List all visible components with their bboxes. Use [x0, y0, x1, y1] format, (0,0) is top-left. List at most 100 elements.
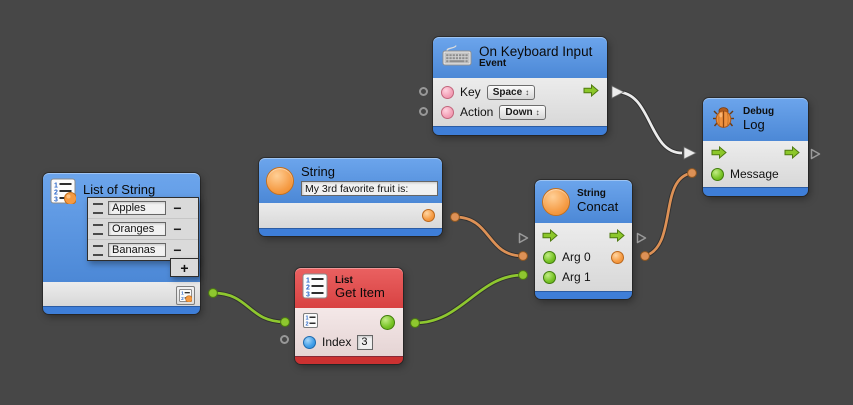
- string-output-port[interactable]: [422, 209, 435, 222]
- node-footer: [43, 306, 200, 314]
- port-row-arg0: Arg 0: [535, 247, 632, 267]
- node-body: Message: [703, 141, 808, 187]
- node-on-keyboard-input[interactable]: On Keyboard Input Event Key Space ↕ Acti…: [433, 37, 607, 135]
- flow-output-port[interactable]: [583, 83, 599, 100]
- port-row-list: 1 2: [295, 312, 403, 332]
- port-row-key: Key Space ↕: [433, 82, 607, 102]
- node-debug-log[interactable]: Debug Log Message: [703, 98, 808, 196]
- svg-text:3: 3: [54, 197, 58, 204]
- node-header: On Keyboard Input Event: [433, 37, 607, 78]
- add-item-button[interactable]: +: [170, 258, 199, 277]
- flow-out-triangle-concat[interactable]: [636, 231, 647, 249]
- port-row-message: Message: [703, 164, 808, 184]
- unconnected-port-index[interactable]: [280, 335, 289, 344]
- node-footer: [259, 228, 442, 236]
- port-label: Arg 0: [562, 250, 591, 264]
- node-body: Key Space ↕ Action Down ↕: [433, 78, 607, 126]
- svg-text:3: 3: [306, 291, 310, 298]
- node-string-concat[interactable]: String Concat Arg 0 A: [535, 180, 632, 299]
- wire-concat-to-message: [640, 168, 697, 261]
- port-label: Arg 1: [562, 270, 591, 284]
- flow-input-port[interactable]: [711, 145, 727, 162]
- wire-list-to-getitem: [208, 288, 290, 327]
- node-header: String: [259, 158, 442, 203]
- list-item-row: −: [88, 240, 198, 260]
- key-input-port[interactable]: [441, 85, 454, 99]
- unconnected-port-key[interactable]: [419, 87, 428, 96]
- list-items-panel: − − −: [87, 197, 199, 261]
- drag-handle-icon[interactable]: [93, 244, 103, 256]
- dropdown-value: Space: [492, 86, 523, 98]
- node-subtitle: Event: [479, 58, 507, 70]
- flow-out-triangle-debug[interactable]: [810, 147, 821, 165]
- list-icon: 1 2 3: [302, 273, 328, 304]
- arg0-input-port[interactable]: [543, 250, 556, 264]
- string-value-input[interactable]: [301, 181, 438, 196]
- string-type-icon: [542, 187, 570, 216]
- drag-handle-icon[interactable]: [93, 223, 103, 235]
- drag-handle-icon[interactable]: [93, 202, 103, 214]
- node-list-of-string[interactable]: 1 2 3 List of String −: [43, 173, 200, 314]
- svg-text:2: 2: [181, 296, 184, 302]
- list-icon: 1 2 3: [50, 178, 77, 209]
- port-row-index: Index: [295, 332, 403, 352]
- svg-text:2: 2: [306, 322, 309, 328]
- dropdown-arrow-icon: ↕: [535, 107, 540, 117]
- node-header: Debug Log: [703, 98, 808, 141]
- index-input-port[interactable]: [303, 335, 316, 349]
- unconnected-port-action[interactable]: [419, 107, 428, 116]
- list-item-row: −: [88, 219, 198, 240]
- list-item-row: −: [88, 198, 198, 219]
- node-string[interactable]: String: [259, 158, 442, 236]
- node-header: 1 2 3 List Get Item: [295, 268, 403, 308]
- remove-item-button[interactable]: −: [173, 200, 182, 216]
- flow-output-port[interactable]: [609, 228, 625, 245]
- node-header: String Concat: [535, 180, 632, 223]
- item-output-port[interactable]: [380, 314, 395, 330]
- node-footer: [433, 126, 607, 135]
- list-input-port[interactable]: 1 2: [303, 313, 318, 331]
- wire-flow-keyboard-to-debug: [611, 85, 697, 160]
- port-label: Key: [460, 85, 481, 99]
- node-subtitle: List: [335, 274, 353, 286]
- action-dropdown[interactable]: Down ↕: [499, 104, 546, 120]
- node-title: On Keyboard Input: [479, 44, 593, 60]
- node-subtitle: String: [577, 188, 606, 200]
- svg-text:1: 1: [306, 316, 309, 322]
- list-small-icon: 1 2: [179, 289, 192, 302]
- flow-input-port[interactable]: [542, 228, 558, 245]
- node-title: String: [301, 164, 335, 179]
- keyboard-icon: [442, 44, 472, 72]
- action-input-port[interactable]: [441, 105, 454, 119]
- arg1-input-port[interactable]: [543, 270, 556, 284]
- index-input[interactable]: [357, 334, 374, 350]
- flow-in-triangle-concat[interactable]: [518, 231, 529, 249]
- remove-item-button[interactable]: −: [173, 221, 182, 237]
- list-item-input-1[interactable]: [108, 222, 166, 236]
- node-title: List of String: [83, 182, 156, 197]
- port-label: Action: [460, 105, 494, 119]
- result-output-port[interactable]: [611, 250, 624, 264]
- node-list-get-item[interactable]: 1 2 3 List Get Item 1 2: [295, 268, 403, 364]
- key-dropdown[interactable]: Space ↕: [486, 84, 536, 100]
- svg-text:1: 1: [181, 291, 184, 297]
- port-row-arg1: Arg 1: [535, 267, 632, 287]
- node-footer: [535, 291, 632, 299]
- dropdown-arrow-icon: ↕: [525, 87, 530, 97]
- svg-text:2: 2: [306, 284, 310, 291]
- node-title: Get Item: [335, 285, 385, 301]
- svg-text:1: 1: [54, 183, 58, 190]
- flow-output-port[interactable]: [784, 145, 800, 162]
- list-item-input-0[interactable]: [108, 201, 166, 215]
- node-title: Log: [743, 116, 765, 132]
- wire-string-to-arg0: [450, 212, 528, 261]
- dropdown-value: Down: [505, 106, 533, 118]
- node-body: 1 2: [43, 282, 200, 306]
- list-output-port[interactable]: 1 2: [176, 286, 195, 305]
- list-item-input-2[interactable]: [108, 243, 166, 257]
- message-input-port[interactable]: [711, 167, 724, 181]
- string-type-icon: [266, 167, 294, 195]
- remove-item-button[interactable]: −: [173, 242, 182, 258]
- flow-row: [535, 227, 632, 247]
